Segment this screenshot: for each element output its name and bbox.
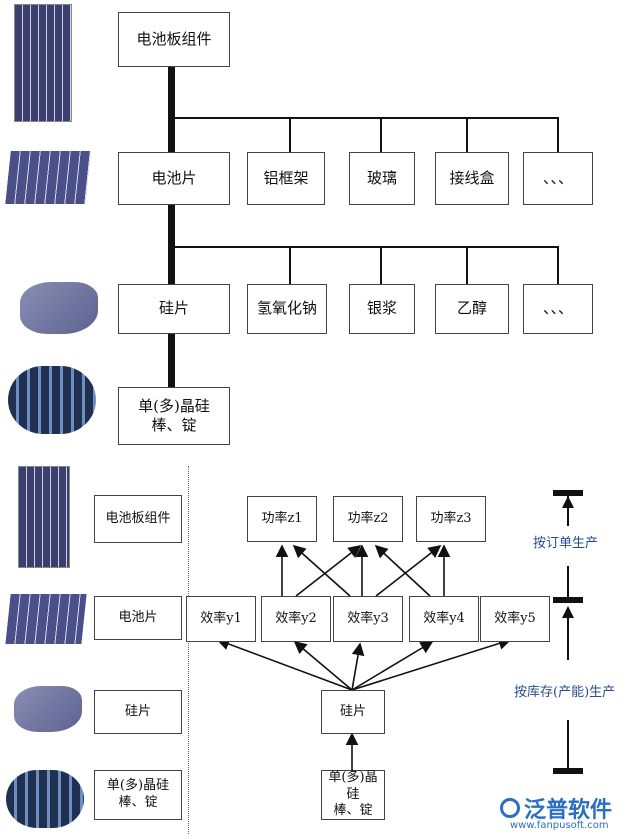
stage-ingot: 单(多)晶硅 棒、锭 [94,770,182,820]
ingot-node: 单(多)晶硅 棒、锭 [321,770,385,820]
node-glass: 玻璃 [349,152,415,205]
separator-line [188,466,189,834]
efficiency-y2: 效率y2 [261,596,331,642]
trunk-line [168,205,175,284]
node-sodium-hydroxide: 氢氧化钠 [247,284,327,334]
watermark: 泛普软件 [500,792,612,824]
node-silver-paste: 银浆 [349,284,415,334]
brand-name: 泛普软件 [524,798,613,823]
branch-line [557,246,559,284]
root-node: 电池板组件 [118,12,230,67]
branch-line [289,117,291,152]
branch-line [289,246,291,284]
branch-line [380,117,382,152]
silicon-wafer-image [20,282,98,334]
node-junction-box: 接线盒 [435,152,509,205]
stage-panel: 电池板组件 [94,495,182,543]
efficiency-y3: 效率y3 [333,596,403,642]
silicon-ingot-image [6,770,84,828]
node-etc: 、、、 [523,152,593,205]
node-battery-cell: 电池片 [118,152,230,205]
stage-cell: 电池片 [94,596,182,640]
branch-line [175,246,559,248]
branch-line [466,246,468,284]
efficiency-y1: 效率y1 [186,596,256,642]
branch-line [175,117,559,119]
logo-icon [500,798,520,818]
trunk-line [168,333,175,387]
wafer-node: 硅片 [321,690,385,734]
branch-line [557,117,559,152]
watermark-url: www.fanpusoft.com [510,820,609,831]
node-aluminum-frame: 铝框架 [247,152,325,205]
solar-panel-image [14,4,72,122]
order-production-label: 按订单生产 [533,536,599,551]
silicon-ingot-image [8,366,96,434]
efficiency-y4: 效率y4 [409,596,479,642]
node-silicon-wafer: 硅片 [118,284,230,334]
node-ethanol: 乙醇 [435,284,509,334]
node-etc-2: 、、、 [523,284,593,334]
power-z2: 功率z2 [333,496,403,542]
silicon-wafer-image [14,686,82,732]
branch-line [466,117,468,152]
efficiency-y5: 效率y5 [480,596,550,642]
branch-line [380,246,382,284]
stock-production-label: 按库存(产能)生产 [514,685,616,700]
power-z3: 功率z3 [416,496,486,542]
power-z1: 功率z1 [247,496,317,542]
node-silicon-ingot: 单(多)晶硅 棒、锭 [118,387,230,445]
trunk-line [168,67,175,152]
solar-panel-image [18,466,70,568]
stage-wafer: 硅片 [94,690,182,734]
